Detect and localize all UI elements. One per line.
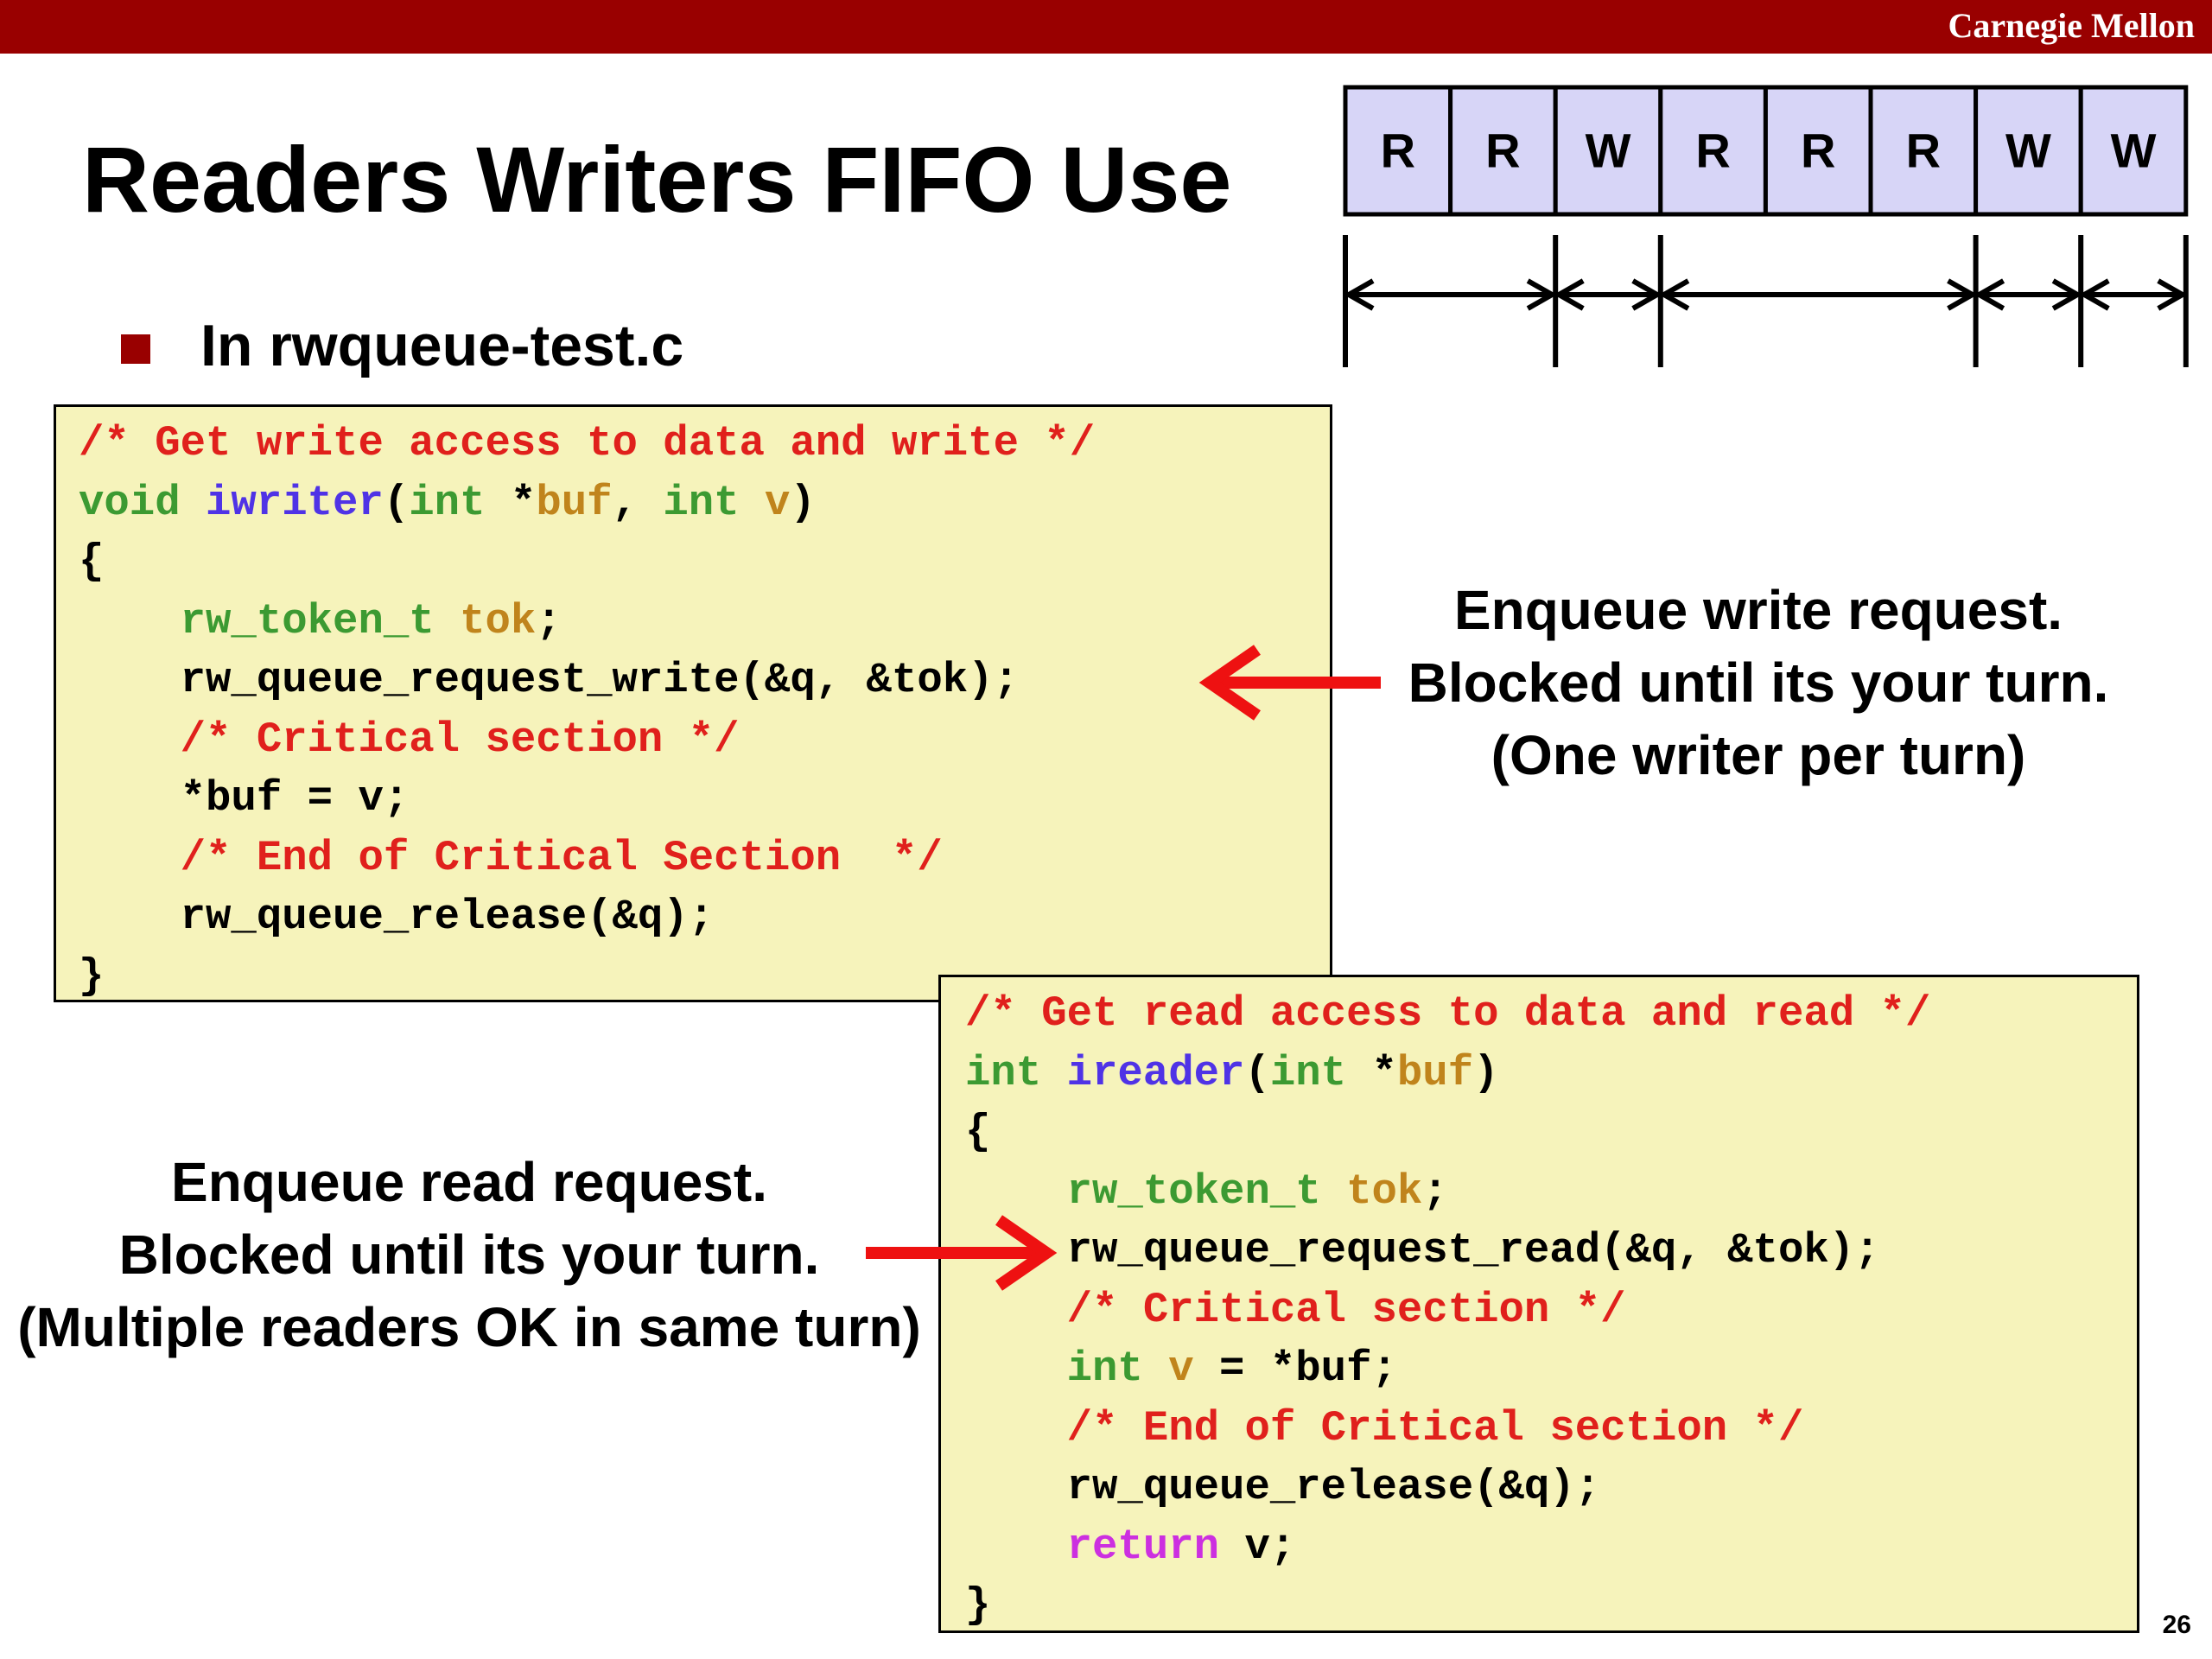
reader-code-line-5: rw_queue_request_read(&q, &tok); xyxy=(965,1226,1880,1274)
reader-code-box: /* Get read access to data and read */ in… xyxy=(938,975,2139,1633)
queue-cell-2: R xyxy=(1448,85,1558,217)
reader-code-line-11: } xyxy=(965,1581,991,1630)
reader-code-line-4: rw_token_t tok; xyxy=(1066,1166,1448,1216)
read-request-note: Enqueue read request. Blocked until its … xyxy=(16,1146,923,1363)
writer-code-line-5: rw_queue_request_write(&q, &tok); xyxy=(79,656,1019,704)
queue-cell-5: R xyxy=(1763,85,1873,217)
bullet-square-icon xyxy=(121,334,150,364)
writer-code-line-4: rw_token_t tok; xyxy=(180,596,562,645)
queue-cell-4: R xyxy=(1658,85,1768,217)
slide-title: Readers Writers FIFO Use xyxy=(82,127,1232,232)
queue-cell-8: W xyxy=(2078,85,2189,217)
reader-code-line-10: return v; xyxy=(1066,1522,1296,1571)
writer-code-line-10: } xyxy=(79,951,105,1001)
writer-code-line-3: { xyxy=(79,537,105,586)
writer-code-line-2: void iwriter(int *buf, int v) xyxy=(79,478,816,527)
queue-cell-1: R xyxy=(1343,85,1453,217)
bullet-text: In rwqueue-test.c xyxy=(200,313,684,378)
reader-code-line-6: /* Critical section */ xyxy=(1066,1285,1626,1334)
top-banner: Carnegie Mellon xyxy=(0,0,2212,54)
svg-text:R: R xyxy=(1906,124,1941,178)
turn-span-arrow-3 xyxy=(1658,278,1978,311)
queue-cell-7: W xyxy=(1974,85,2083,217)
reader-code-line-1: /* Get read access to data and read */ xyxy=(965,989,1931,1038)
write-note-line-2: Blocked until its your turn. xyxy=(1408,652,2109,714)
turn-span-arrow-1 xyxy=(1343,278,1558,311)
turn-span-arrow-4 xyxy=(1974,278,2083,311)
svg-text:W: W xyxy=(2005,124,2051,178)
writer-code-line-7: *buf = v; xyxy=(79,774,410,823)
reader-code-line-3: { xyxy=(965,1108,991,1156)
reader-code-line-8: /* End of Critical section */ xyxy=(1066,1403,1804,1452)
reader-code-line-9: rw_queue_release(&q); xyxy=(965,1463,1601,1511)
read-note-line-3: (Multiple readers OK in same turn) xyxy=(17,1296,921,1358)
reader-code-line-2: int ireader(int *buf) xyxy=(965,1048,1499,1097)
writer-code-line-8: /* End of Critical Section */ xyxy=(180,833,943,882)
queue-cell-3: W xyxy=(1553,85,1663,217)
writer-code-line-6: /* Critical section */ xyxy=(180,715,740,764)
write-note-line-3: (One writer per turn) xyxy=(1491,724,2026,786)
queue-cell-6: R xyxy=(1868,85,1979,217)
writer-code-line-9: rw_queue_release(&q); xyxy=(79,893,715,941)
read-note-line-1: Enqueue read request. xyxy=(171,1151,767,1213)
svg-text:W: W xyxy=(1586,124,1631,178)
write-request-note: Enqueue write request. Blocked until its… xyxy=(1400,574,2117,791)
write-note-line-1: Enqueue write request. xyxy=(1453,579,2063,641)
read-note-line-2: Blocked until its your turn. xyxy=(118,1224,820,1286)
svg-text:R: R xyxy=(1485,124,1520,178)
writer-code-line-1: /* Get write access to data and write */ xyxy=(79,419,1096,467)
svg-text:R: R xyxy=(1381,124,1415,178)
svg-text:R: R xyxy=(1801,124,1835,178)
svg-text:W: W xyxy=(2111,124,2157,178)
svg-text:R: R xyxy=(1695,124,1730,178)
turn-span-arrow-5 xyxy=(2079,278,2188,311)
writer-code-box: /* Get write access to data and write */… xyxy=(54,404,1332,1002)
brand-label: Carnegie Mellon xyxy=(1948,6,2196,45)
writer-code: /* Get write access to data and write */… xyxy=(79,414,1330,1006)
page-number: 26 xyxy=(2162,1611,2191,1639)
turn-span-arrow-2 xyxy=(1554,278,1662,311)
reader-code-line-7: int v = *buf; xyxy=(1066,1344,1397,1393)
reader-code: /* Get read access to data and read */ in… xyxy=(965,984,2137,1636)
